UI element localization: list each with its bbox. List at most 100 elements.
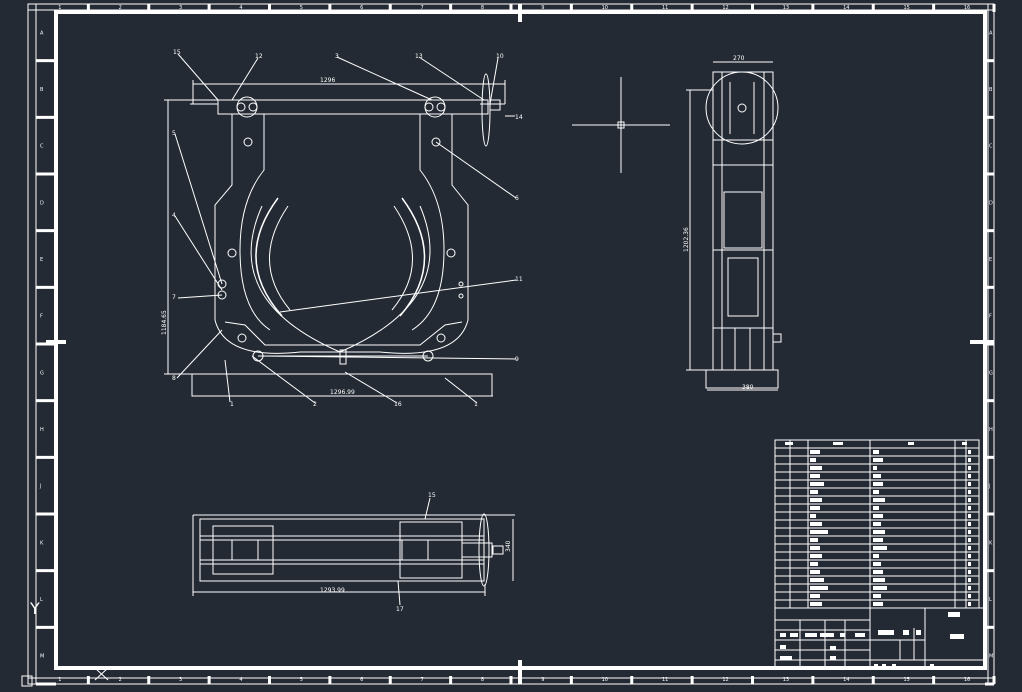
- front-bolt-a: [458, 281, 464, 287]
- zone-letter: D: [989, 200, 993, 206]
- front-brake-shoe-right: [399, 197, 426, 317]
- plan-spring-left: [231, 539, 259, 561]
- front-view-labels: 1296 1296.99 1184.65 15 12 3 13 10 14 5 …: [161, 49, 523, 408]
- leader-8: [176, 329, 223, 379]
- front-view[interactable]: [164, 53, 517, 404]
- zone-number: 2: [119, 5, 122, 11]
- zone-letter: D: [40, 200, 44, 206]
- zone-letter: B: [40, 87, 44, 93]
- zone-letter: B: [989, 87, 993, 93]
- zone-letter: C: [40, 144, 44, 150]
- balloon-10: 10: [496, 53, 504, 60]
- side-base: [705, 369, 779, 389]
- side-dim-top-text: 270: [733, 55, 745, 62]
- zone-letter: E: [989, 257, 992, 263]
- zone-letter: L: [40, 597, 43, 603]
- zone-letter: L: [989, 597, 992, 603]
- zone-letter: J: [39, 484, 41, 490]
- leader-15: [177, 53, 219, 101]
- zone-number: 15: [903, 677, 909, 683]
- balloon-3: 3: [335, 53, 339, 60]
- leader-9: [261, 355, 517, 360]
- dim-bottom-text: 1296.99: [330, 389, 355, 396]
- ucs-y-label: Y: [29, 599, 40, 618]
- balloon-11: 11: [515, 276, 523, 283]
- zone-number: 4: [239, 677, 242, 683]
- zone-number: 9: [541, 677, 544, 683]
- zone-number: 13: [783, 5, 789, 11]
- dim-left-text: 1184.65: [161, 310, 168, 335]
- zone-letter: H: [40, 427, 44, 433]
- ucs-icon: [21, 667, 109, 687]
- plan-frame: [199, 518, 485, 582]
- zone-number: 6: [360, 5, 363, 11]
- zone-number: 8: [481, 5, 484, 11]
- front-lower-linkage: [224, 321, 463, 346]
- plan-balloon-15: 15: [428, 492, 436, 499]
- balloon-9: 9: [515, 356, 519, 363]
- front-jaw-left: [214, 114, 340, 354]
- zone-letter: M: [989, 654, 993, 660]
- front-brake-shoe-right-inner: [391, 205, 413, 311]
- front-brake-drum: [250, 205, 431, 353]
- front-pin-hole-right-mid: [446, 248, 456, 258]
- leader-4: [174, 215, 223, 291]
- zone-letter: G: [40, 370, 44, 376]
- zone-number: 13: [783, 677, 789, 683]
- plan-view[interactable]: [192, 497, 515, 606]
- leader-plan-15: [424, 497, 431, 520]
- zone-number: 16: [964, 677, 970, 683]
- leader-7: [177, 294, 223, 299]
- side-dim-left-text: 1202.36: [683, 227, 690, 252]
- front-jaw-right: [340, 114, 469, 354]
- front-pulley-right-hub-b: [436, 102, 446, 112]
- plan-dim-right-text: 340: [505, 540, 512, 552]
- balloon-16: 16: [394, 401, 402, 408]
- zone-number: 5: [300, 5, 303, 11]
- plan-handwheel[interactable]: [478, 513, 490, 587]
- zone-number: 11: [662, 5, 668, 11]
- balloon-2: 2: [313, 401, 317, 408]
- front-bolt-b: [458, 293, 464, 299]
- plan-right-lever: [399, 521, 463, 579]
- parts-list-table: [774, 439, 980, 609]
- balloon-4: 4: [172, 212, 176, 219]
- front-linkage-pin-right: [436, 333, 446, 343]
- plan-shaft-end: [492, 545, 504, 555]
- zone-number: 6: [360, 677, 363, 683]
- leader-3: [336, 56, 433, 101]
- crosshair-cursor: [572, 77, 670, 173]
- leader-12: [231, 57, 259, 101]
- side-knob: [772, 333, 782, 343]
- front-brake-shoe-left: [255, 197, 283, 317]
- balloon-7: 7: [172, 294, 176, 301]
- zone-number: 7: [420, 5, 423, 11]
- zone-letter: G: [989, 370, 993, 376]
- leader-2: [251, 355, 316, 404]
- side-view-labels: 270 380 1202.36: [683, 55, 754, 391]
- zone-number: 3: [179, 677, 182, 683]
- balloon-1: 1: [230, 401, 234, 408]
- zone-number: 7: [420, 677, 423, 683]
- front-handwheel[interactable]: [481, 73, 491, 147]
- front-pulley-right-hub-a: [424, 102, 434, 112]
- balloon-12: 12: [255, 53, 263, 60]
- plan-shaft: [461, 542, 493, 558]
- zone-number: 4: [239, 5, 242, 11]
- front-handwheel-hub: [489, 99, 501, 111]
- title-block: [774, 607, 986, 669]
- side-frame-inner: [721, 71, 765, 371]
- balloon-14: 14: [515, 114, 523, 121]
- plan-view-labels: 1293.99 340 15 17: [320, 492, 512, 613]
- balloon-6: 6: [515, 195, 519, 202]
- side-cylinder: [723, 191, 763, 249]
- front-pin-hole-left: [243, 137, 253, 147]
- side-view[interactable]: [686, 61, 782, 391]
- zone-labels: 1122334455667788991010111112121313141415…: [39, 5, 993, 683]
- side-dim-bottom-text: 380: [742, 384, 754, 391]
- zone-number: 8: [481, 677, 484, 683]
- zone-number: 15: [903, 5, 909, 11]
- zone-letter: K: [40, 540, 44, 546]
- zone-number: 9: [541, 5, 544, 11]
